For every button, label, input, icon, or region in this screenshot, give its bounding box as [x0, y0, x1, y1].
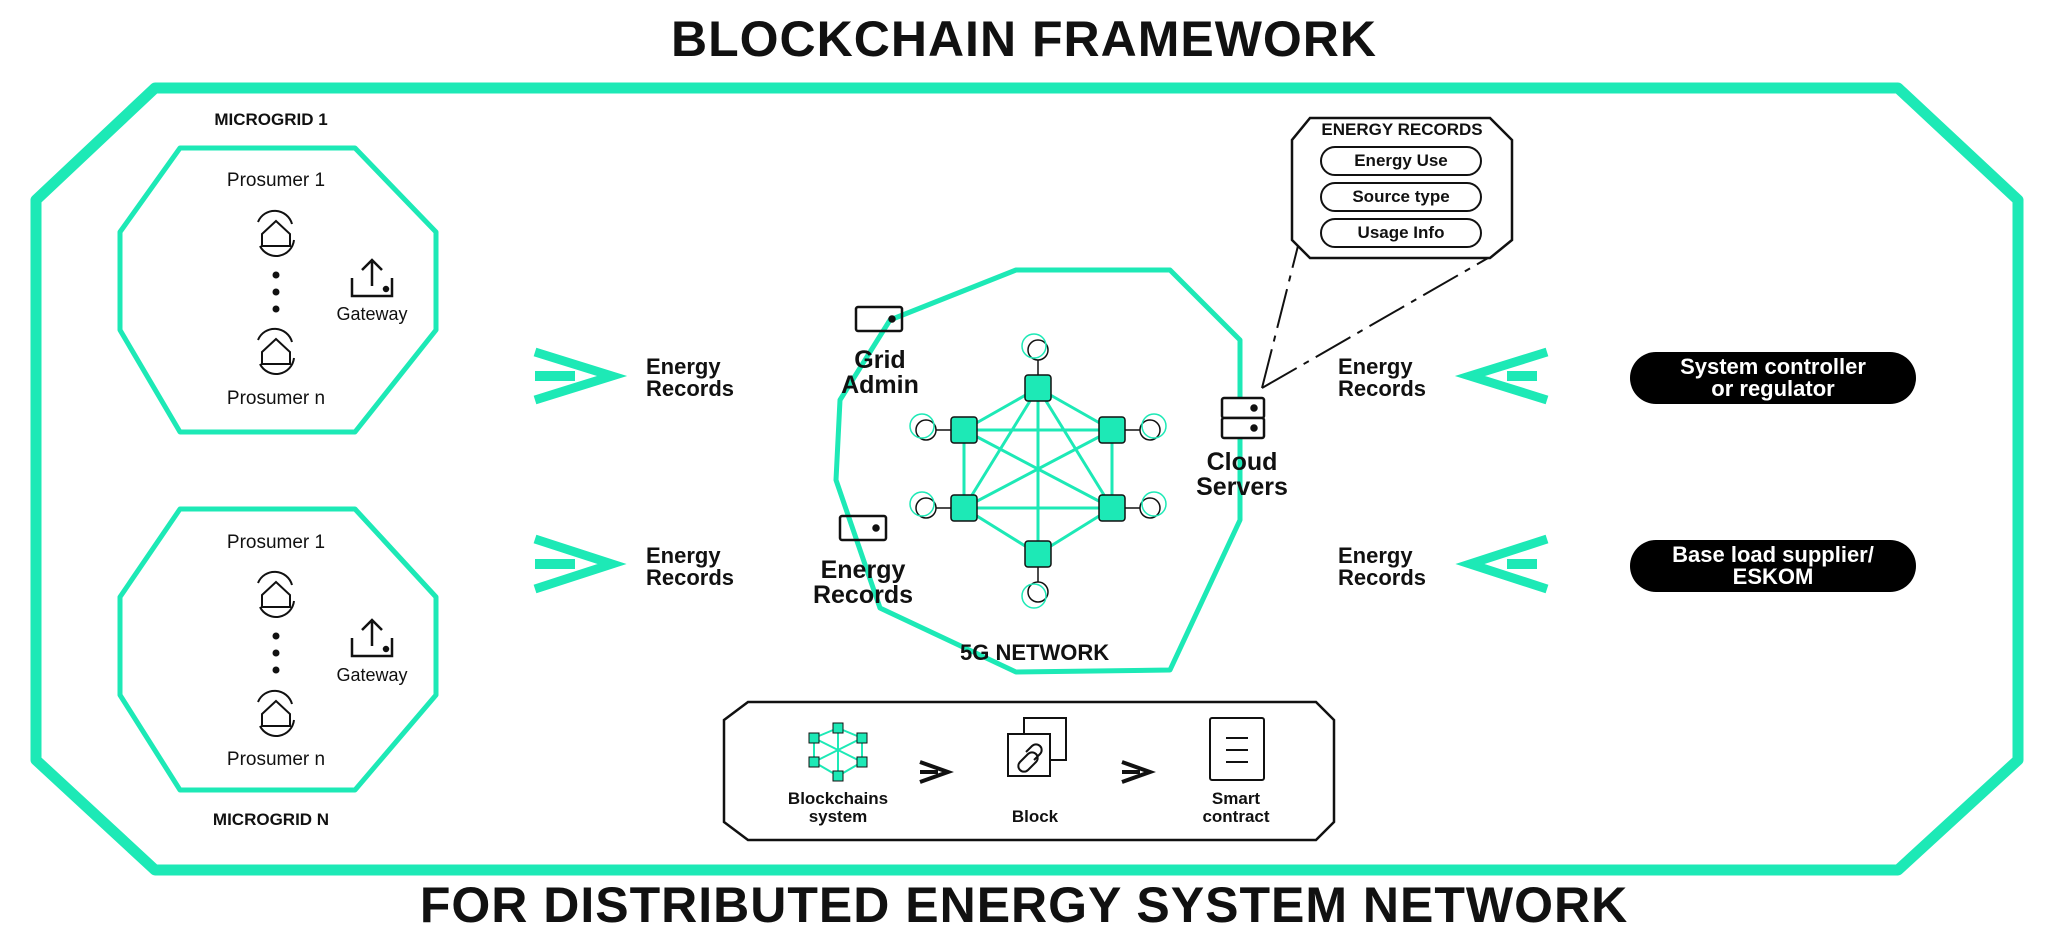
- network-edges: [962, 386, 1114, 556]
- ellipsis-dots: [272, 632, 280, 674]
- system-controller-line: System controller: [1680, 354, 1866, 379]
- callout-lines: [1261, 237, 1489, 389]
- house-icon: [257, 209, 295, 257]
- arrow-stem: [1507, 371, 1537, 381]
- device-icon: [838, 514, 888, 542]
- diagram-title: BLOCKCHAIN FRAMEWORK: [670, 11, 1378, 67]
- energy-records-label: Energy Records: [646, 356, 766, 400]
- base-load-supplier-line: ESKOM: [1732, 564, 1814, 589]
- blockchain-system-line: system: [808, 807, 868, 826]
- block-label: Block: [1011, 807, 1059, 826]
- cloud-servers-line: Cloud: [1206, 448, 1278, 476]
- energy-records-line: Records: [1338, 376, 1427, 401]
- prosumer-n-label: Prosumer n: [226, 749, 326, 770]
- arrow-left-icon: [1454, 347, 1549, 594]
- blockchain-system-line: Blockchains: [787, 789, 889, 808]
- smart-contract-label: Smart contract: [1166, 790, 1306, 826]
- blockchain-icon: [808, 722, 868, 782]
- energy-records-line: Energy: [820, 556, 906, 584]
- network-nodes: [950, 374, 1126, 568]
- server-icon: [1220, 396, 1266, 440]
- base-load-supplier-line: Base load supplier/: [1672, 542, 1874, 567]
- energy-records-line: Records: [646, 565, 735, 590]
- microgrid-1-boundary: [117, 145, 439, 435]
- smart-contract-line: Smart: [1211, 789, 1261, 808]
- energy-records-line: Energy: [646, 543, 721, 568]
- cloud-servers-line: Servers: [1196, 473, 1288, 501]
- device-icon: [854, 305, 904, 333]
- system-controller-line: or regulator: [1711, 376, 1835, 401]
- microgrid-n-label: MICROGRID N: [212, 810, 330, 829]
- blockchain-system-label: Blockchains system: [768, 790, 908, 826]
- energy-records-line: Energy: [646, 354, 721, 379]
- gateway-label: Gateway: [336, 304, 408, 324]
- house-icon: [257, 570, 295, 618]
- network-energy-records-label: Energy Records: [793, 558, 933, 608]
- framework-boundary: [30, 82, 2024, 876]
- grid-admin-line: Grid: [854, 346, 906, 374]
- arrow-stem: [535, 371, 575, 381]
- energy-records-label: Energy Records: [646, 545, 766, 589]
- arrow-stem: [535, 559, 575, 569]
- network-peer-rings: [909, 333, 1167, 609]
- prosumer-n-label: Prosumer n: [226, 388, 326, 409]
- energy-records-line: Records: [1338, 565, 1427, 590]
- smart-contract-line: contract: [1202, 807, 1270, 826]
- energy-records-label: Energy Records: [1338, 545, 1458, 589]
- source-type-pill: Source type: [1320, 182, 1482, 212]
- energy-records-line: Records: [646, 376, 735, 401]
- energy-records-box-heading: ENERGY RECORDS: [1321, 120, 1483, 139]
- upload-icon: [350, 258, 394, 298]
- house-icon: [257, 689, 295, 737]
- ellipsis-dots: [272, 271, 280, 313]
- house-icon: [257, 327, 295, 375]
- diagram-subtitle: FOR DISTRIBUTED ENERGY SYSTEM NETWORK: [419, 877, 1629, 933]
- energy-records-line: Energy: [1338, 354, 1413, 379]
- cloud-servers-label: Cloud Servers: [1172, 450, 1312, 500]
- 5g-network-label: 5G NETWORK: [960, 640, 1110, 665]
- contract-icon: [1209, 717, 1265, 781]
- network-peers: [915, 339, 1161, 603]
- microgrid-1-label: MICROGRID 1: [214, 110, 328, 129]
- energy-use-pill: Energy Use: [1320, 146, 1482, 176]
- system-controller-pill: System controller or regulator: [1630, 352, 1916, 404]
- arrow-stem: [1507, 559, 1537, 569]
- prosumer-1-label: Prosumer 1: [226, 532, 326, 553]
- arrow-right-icon: [533, 347, 628, 594]
- energy-records-line: Energy: [1338, 543, 1413, 568]
- energy-records-label: Energy Records: [1338, 356, 1458, 400]
- block-icon: [1007, 717, 1067, 777]
- usage-info-pill: Usage Info: [1320, 218, 1482, 248]
- gateway-label: Gateway: [336, 665, 408, 685]
- arrow-right-icon: [919, 760, 1156, 784]
- microgrid-n-boundary: [117, 506, 439, 793]
- upload-icon: [350, 618, 394, 658]
- grid-admin-line: Admin: [841, 371, 919, 399]
- grid-admin-label: Grid Admin: [810, 348, 950, 398]
- base-load-supplier-pill: Base load supplier/ ESKOM: [1630, 540, 1916, 592]
- energy-records-line: Records: [812, 581, 914, 609]
- 5g-network-boundary: [833, 267, 1243, 675]
- prosumer-1-label: Prosumer 1: [226, 170, 326, 191]
